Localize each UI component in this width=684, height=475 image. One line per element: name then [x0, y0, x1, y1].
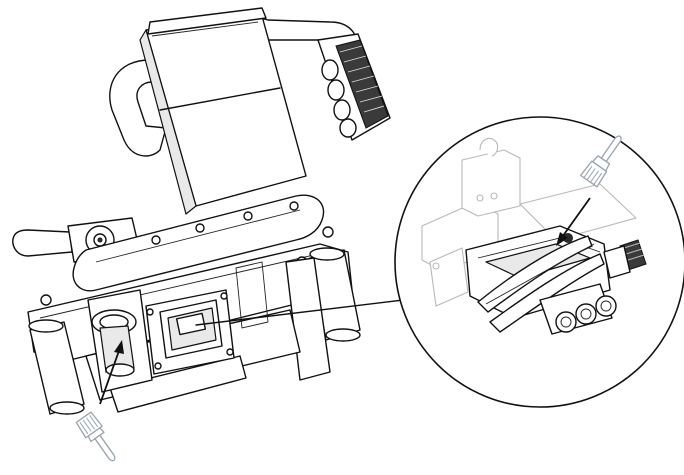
wedge-blade-lower — [489, 253, 605, 333]
arrow-icon — [556, 197, 591, 246]
arrow-icon — [99, 340, 124, 405]
brush-icon — [579, 135, 622, 188]
pressure-roller-assembly — [87, 289, 153, 393]
handle-grip — [317, 33, 391, 141]
threaded-connector — [603, 239, 647, 279]
brush-callout-roller — [75, 340, 124, 462]
callout-leader-line — [195, 295, 437, 326]
nozzle-cylinders — [539, 283, 617, 335]
rear-handle — [109, 17, 391, 157]
detail-magnifier — [195, 116, 684, 408]
upper-bar — [72, 194, 334, 292]
brush-callout-wedge — [556, 135, 622, 246]
heating-wedge-window — [145, 289, 235, 375]
wedge-detail — [421, 137, 647, 335]
welding-machine — [12, 7, 391, 415]
main-housing — [139, 7, 307, 215]
brush-icon — [75, 411, 116, 462]
left-roller — [28, 319, 85, 415]
